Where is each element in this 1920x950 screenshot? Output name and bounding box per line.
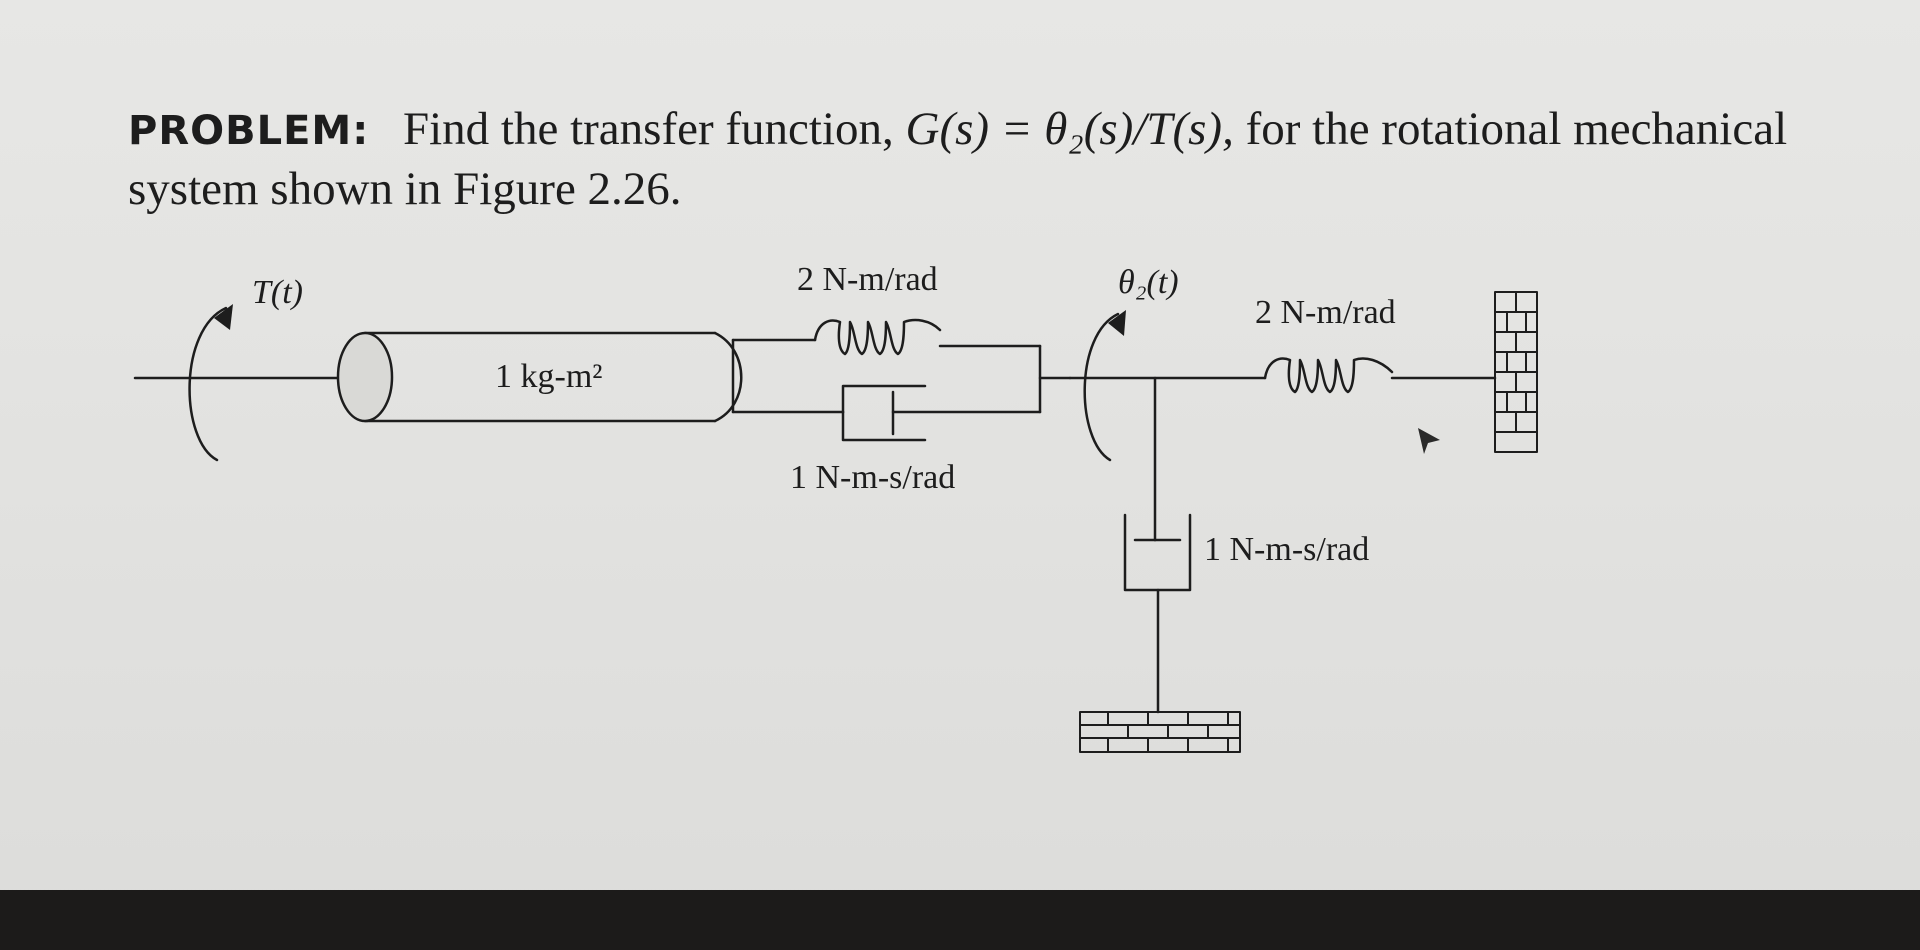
wall-right-icon: [1494, 291, 1538, 453]
wall-bottom-icon: [1079, 711, 1241, 753]
spring-2-label: 2 N-m/rad: [1255, 294, 1396, 331]
problem-statement: PROBLEM: Find the transfer function, G(s…: [128, 100, 1828, 218]
damper-2-icon: [1123, 513, 1192, 714]
inertia-label: 1 kg-m²: [495, 358, 602, 395]
damper-2-label: 1 N-m-s/rad: [1204, 531, 1369, 568]
problem-lead: PROBLEM:: [128, 108, 370, 154]
theta-arrow-head: [1108, 310, 1126, 336]
inertia-cylinder: [336, 331, 743, 423]
torque-arrow-icon: [188, 306, 228, 462]
spring-1-icon: [813, 318, 942, 356]
damper-1-label: 1 N-m-s/rad: [790, 459, 955, 496]
theta-label: θ₂(t): [1118, 264, 1179, 301]
damper-1-icon: [841, 384, 1042, 442]
transfer-function-equation: G(s) = θ₂(s)/T(s),: [905, 103, 1234, 155]
problem-text-after: for the rotational mechanical system sho…: [128, 103, 1788, 215]
torque-label: T(t): [252, 274, 303, 311]
theta-arrow-icon: [1083, 312, 1120, 462]
monitor-bezel: [0, 890, 1920, 950]
problem-text-before: Find the transfer function,: [402, 103, 894, 155]
spring-1-label: 2 N-m/rad: [797, 261, 938, 298]
mouse-cursor-icon: [1418, 428, 1440, 454]
spring-2-icon: [1263, 357, 1394, 394]
torque-arrow-head: [214, 304, 233, 330]
